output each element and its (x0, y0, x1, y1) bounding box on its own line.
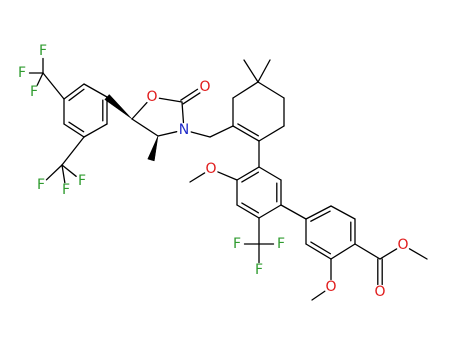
single-bond (83, 123, 108, 138)
atom-label-f: F (78, 173, 86, 189)
atom-label-f: F (62, 182, 70, 198)
double-bond-inner (310, 241, 332, 255)
single-bond (61, 164, 66, 184)
atom-label-o: O (205, 161, 216, 177)
double-bond (180, 88, 199, 101)
single-bond (280, 204, 307, 220)
single-bond (209, 125, 234, 138)
single-bond (181, 101, 185, 124)
single-bond (354, 243, 381, 260)
double-bond (63, 123, 85, 138)
double-bond (182, 92, 201, 105)
double-bond (305, 243, 332, 260)
single-bond (157, 131, 178, 137)
double-bond (236, 166, 260, 181)
single-bond (217, 171, 238, 181)
atom-label-f: F (39, 43, 47, 59)
atom-label-o: O (199, 79, 210, 95)
single-bond (61, 164, 77, 177)
atom-label-n: N (179, 122, 189, 138)
double-bond (236, 204, 260, 219)
single-bond (42, 72, 65, 100)
atom-label-o: O (146, 89, 157, 105)
single-bond (232, 81, 259, 99)
single-bond (243, 59, 259, 83)
single-bond (330, 205, 356, 220)
single-bond (36, 72, 44, 86)
stereo-wedge-layer (104, 94, 159, 162)
single-bond (257, 81, 285, 99)
double-bond (305, 205, 332, 220)
atom-label-f: F (233, 236, 241, 252)
single-bond (189, 172, 206, 183)
bond-layer (28, 57, 428, 301)
double-bond-inner (237, 123, 259, 137)
atom-label-f: F (18, 65, 26, 81)
double-bond-inner (241, 171, 260, 183)
double-bond-inner (241, 202, 260, 214)
atom-label-o: O (374, 284, 385, 300)
single-bond (45, 164, 63, 181)
double-bond-inner (68, 121, 85, 133)
single-bond (408, 248, 428, 260)
single-bond (258, 125, 285, 142)
single-bond (258, 204, 282, 219)
single-bond (190, 131, 211, 138)
single-bond (61, 136, 85, 166)
single-bond (379, 248, 398, 260)
single-bond (258, 166, 282, 181)
double-bond (63, 83, 85, 100)
atom-label-f: F (30, 84, 38, 100)
atom-label-f: F (37, 177, 45, 193)
atom-label-f: F (255, 262, 263, 278)
single-bond (311, 290, 326, 301)
single-bond (257, 59, 271, 83)
stereo-wedge-bond (104, 94, 133, 120)
double-bond (232, 125, 260, 142)
atom-label-o: O (397, 237, 408, 253)
double-bond-inner (310, 210, 331, 222)
atom-label-f: F (277, 236, 285, 252)
single-bond (330, 243, 356, 260)
stereo-wedge-bond (147, 135, 159, 162)
single-bond (83, 83, 108, 98)
atom-label-o: O (325, 279, 336, 295)
single-bond (131, 118, 159, 137)
double-bond-inner (68, 88, 85, 102)
single-bond (158, 97, 183, 103)
single-bond (131, 101, 148, 120)
